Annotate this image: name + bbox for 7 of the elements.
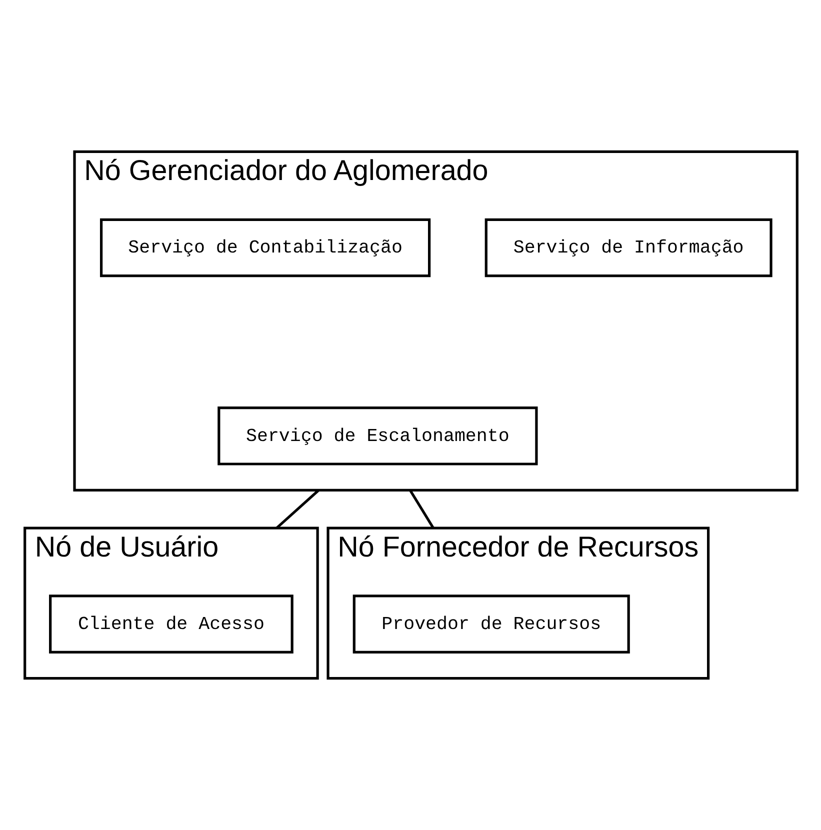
connector <box>275 489 320 529</box>
node-box: Serviço de Informação <box>484 218 772 278</box>
node-box: Provedor de Recursos <box>352 594 630 654</box>
node-box: Cliente de Acesso <box>48 594 293 654</box>
connector <box>408 489 434 529</box>
node-box: Serviço de Escalonamento <box>217 406 538 466</box>
node-box: Serviço de Contabilização <box>99 218 430 278</box>
